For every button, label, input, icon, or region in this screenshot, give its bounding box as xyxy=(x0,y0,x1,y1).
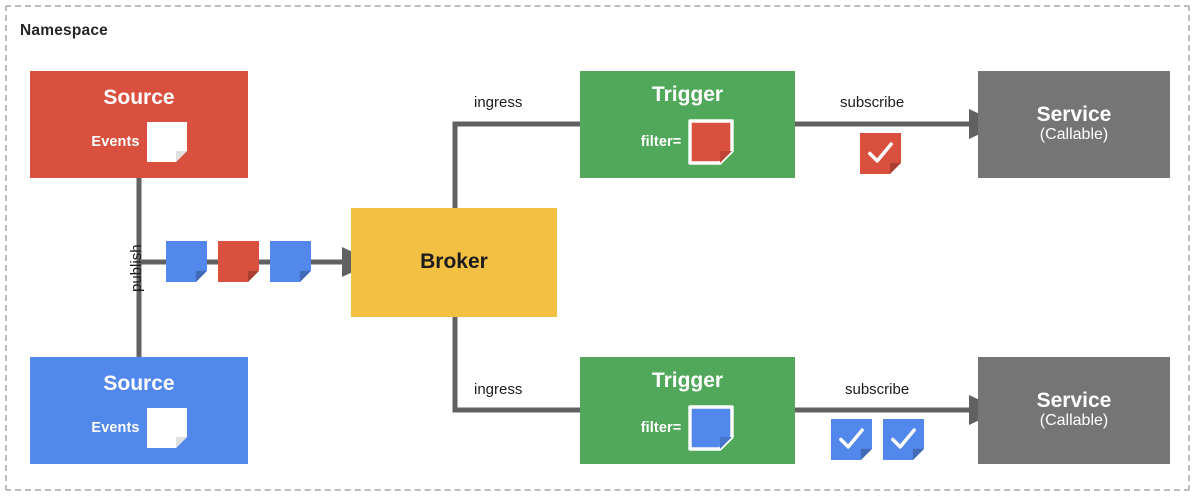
service-bottom-title: Service xyxy=(1036,389,1112,413)
node-source-blue[interactable]: Source Events xyxy=(30,357,248,464)
event-card-icon xyxy=(270,241,311,282)
service-top-title: Service xyxy=(1036,103,1112,127)
node-trigger-bottom[interactable]: Trigger filter= xyxy=(580,357,795,464)
node-trigger-top[interactable]: Trigger filter= xyxy=(580,71,795,178)
subscribe-bottom-label: subscribe xyxy=(845,381,910,398)
trigger-top-title: Trigger xyxy=(651,83,724,107)
trigger-top-filter-label: filter= xyxy=(640,133,682,150)
filter-event-card-icon xyxy=(688,404,734,451)
source-red-title: Source xyxy=(103,86,175,110)
event-card-check-icon xyxy=(831,419,872,460)
trigger-bottom-title: Trigger xyxy=(651,369,724,393)
service-top-subtitle: (Callable) xyxy=(1039,126,1109,144)
event-stream-cards xyxy=(166,241,311,282)
namespace-boundary xyxy=(5,5,1190,491)
delivered-cards-top xyxy=(860,133,901,174)
node-broker[interactable]: Broker xyxy=(351,208,557,317)
node-service-top[interactable]: Service (Callable) xyxy=(978,71,1170,178)
event-card-icon xyxy=(146,407,187,448)
ingress-bottom-label: ingress xyxy=(474,381,523,398)
event-card-icon xyxy=(218,241,259,282)
filter-event-card-icon xyxy=(688,118,734,165)
event-card-check-icon xyxy=(883,419,924,460)
event-card-icon xyxy=(166,241,207,282)
source-blue-title: Source xyxy=(103,372,175,396)
source-red-events-label: Events xyxy=(91,133,140,150)
delivered-cards-bottom xyxy=(831,419,924,460)
node-service-bottom[interactable]: Service (Callable) xyxy=(978,357,1170,464)
publish-label: publish xyxy=(128,244,145,292)
ingress-top-label: ingress xyxy=(474,94,523,111)
subscribe-top-label: subscribe xyxy=(840,94,905,111)
namespace-label: Namespace xyxy=(20,22,108,39)
source-blue-events-label: Events xyxy=(91,419,140,436)
event-card-check-icon xyxy=(860,133,901,174)
node-source-red[interactable]: Source Events xyxy=(30,71,248,178)
trigger-bottom-filter-label: filter= xyxy=(640,419,682,436)
event-card-icon xyxy=(146,121,187,162)
service-bottom-subtitle: (Callable) xyxy=(1039,412,1109,430)
broker-title: Broker xyxy=(420,250,488,274)
